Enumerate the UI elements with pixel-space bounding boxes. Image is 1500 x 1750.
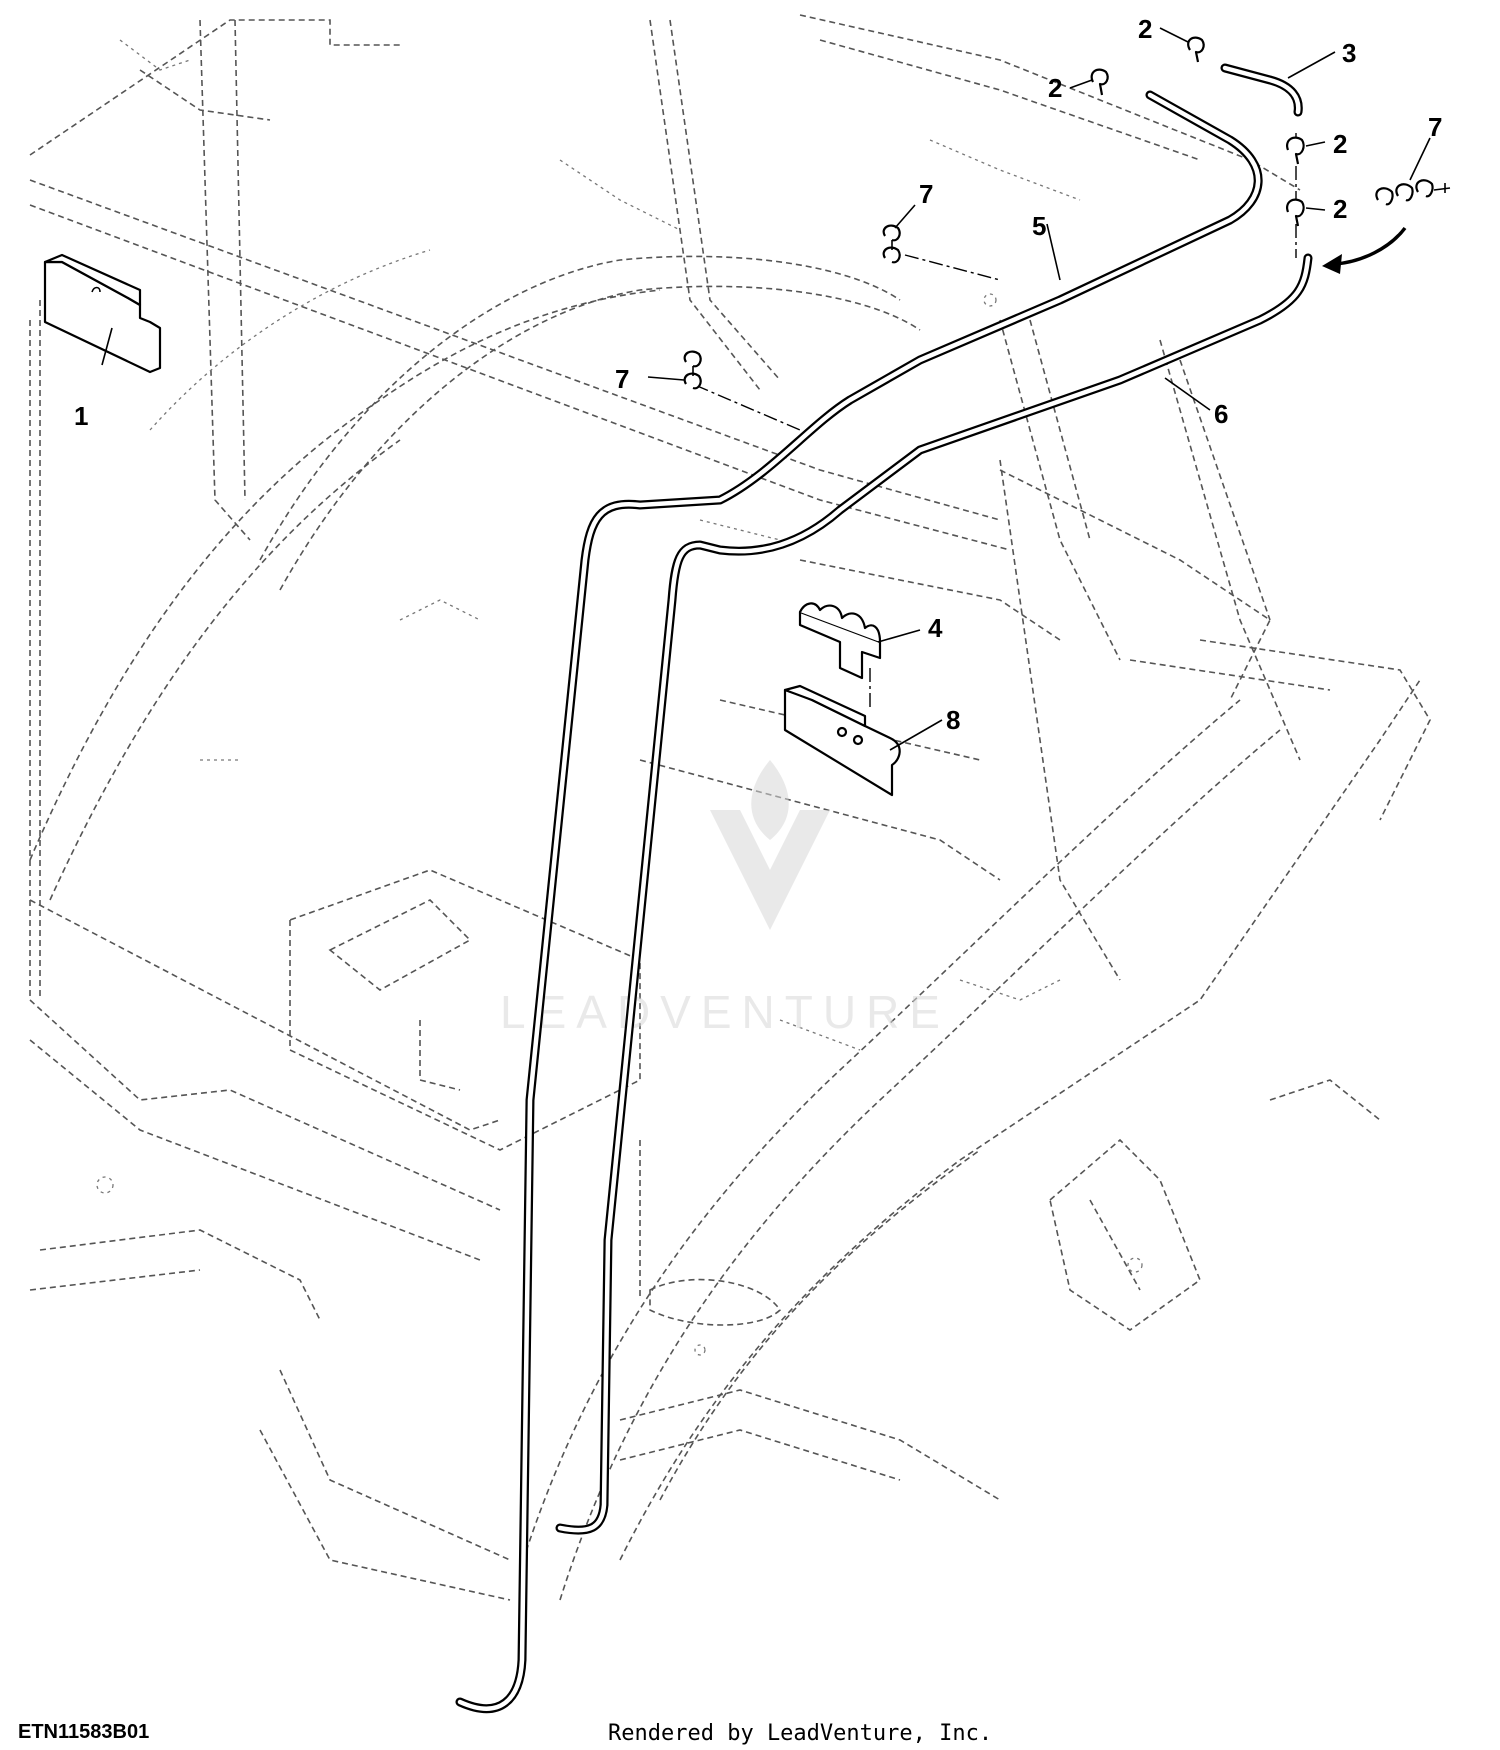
- callout-3: 3: [1342, 38, 1356, 68]
- callout-5: 5: [1032, 211, 1046, 241]
- part-8-foam-block: [783, 684, 901, 797]
- render-credit: Rendered by LeadVenture, Inc.: [608, 1721, 992, 1746]
- callout-2-right-upper: 2: [1333, 129, 1347, 159]
- clamp-2-right-lower: [1286, 198, 1305, 227]
- callout-4: 4: [928, 613, 943, 643]
- callout-1: 1: [74, 401, 88, 431]
- cab-frame-phantom: [29, 14, 1431, 1601]
- callout-6: 6: [1214, 399, 1228, 429]
- clamp-2-upper-left: [1090, 68, 1109, 96]
- callout-7-upper: 7: [919, 179, 933, 209]
- install-arrow-icon: [1322, 226, 1407, 274]
- figure-code: ETN11583B01: [18, 1721, 149, 1743]
- hose-5: [455, 90, 1263, 1714]
- leadventure-watermark: LEADVENTURE: [500, 760, 950, 1038]
- callout-labels: 1 2 2 2 2 3 4 5 6 7 7 7 8: [74, 14, 1442, 735]
- callout-2-upper-left: 2: [1048, 73, 1062, 103]
- callout-7-middle: 7: [615, 364, 629, 394]
- callout-7-right: 7: [1428, 112, 1442, 142]
- clamp-2-right-upper: [1286, 136, 1305, 165]
- clamp-7-right: [1375, 179, 1451, 206]
- callout-2-right-lower: 2: [1333, 194, 1347, 224]
- clamp-7-upper: [882, 224, 901, 264]
- clamp-7-middle: [683, 350, 702, 390]
- hose-3: [1220, 63, 1303, 117]
- callout-2-top: 2: [1138, 14, 1152, 44]
- callout-8: 8: [946, 705, 960, 735]
- clamp-2-top: [1187, 36, 1205, 63]
- part-1-foam-block: [43, 253, 162, 374]
- part-4-hose-clamp-strip: [798, 602, 882, 680]
- callout-leaders: [101, 27, 1431, 751]
- assembly-leaders: [694, 133, 1297, 710]
- hose-6: [555, 253, 1313, 1535]
- watermark-text: LEADVENTURE: [500, 986, 950, 1038]
